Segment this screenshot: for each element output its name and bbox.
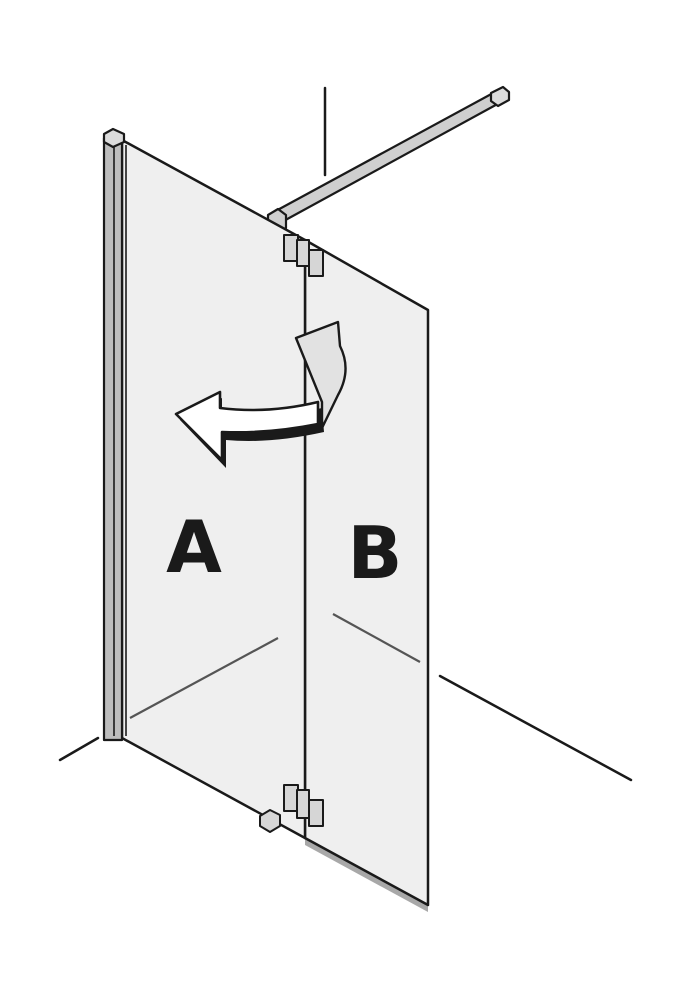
- hinge-top-barrel: [296, 239, 310, 267]
- hinge-bottom: [283, 784, 324, 827]
- panel-a-floor-reflection: [129, 637, 279, 719]
- panel-b-label: B: [348, 511, 403, 595]
- hinge-top: [283, 234, 324, 277]
- hinge-bottom-plate-left: [283, 784, 299, 812]
- floor-stopper-body: [259, 809, 281, 833]
- hinge-top-plate-left: [283, 234, 299, 262]
- wall-profile-top-cap: [102, 127, 126, 149]
- panel-b-bottom-edge-shadow: [305, 838, 428, 912]
- stabiliser-bar: [266, 85, 511, 236]
- floor-stopper: [259, 809, 281, 833]
- hinge-bottom-plate-right: [308, 799, 324, 827]
- panel-a-label: A: [166, 505, 222, 589]
- stabiliser-bar-rod: [270, 90, 505, 225]
- panel-a: A: [120, 138, 307, 840]
- stabiliser-bar-end-cap: [489, 85, 511, 108]
- wall-profile-body: [102, 136, 124, 742]
- floor-line-right: [438, 674, 633, 782]
- floor-line-left: [58, 736, 100, 762]
- curved-arrow-left-icon: [174, 320, 347, 468]
- panel-b: B: [303, 238, 430, 912]
- rotation-fin: [294, 320, 347, 430]
- hinge-top-plate-right: [308, 249, 324, 277]
- hinge-bottom-barrel: [296, 789, 310, 819]
- panel-a-glass: [120, 138, 307, 840]
- room-lines: [58, 86, 633, 782]
- rotation-arrow-face: [174, 390, 320, 462]
- panel-b-floor-reflection: [332, 613, 421, 663]
- wall-profile: [102, 127, 127, 742]
